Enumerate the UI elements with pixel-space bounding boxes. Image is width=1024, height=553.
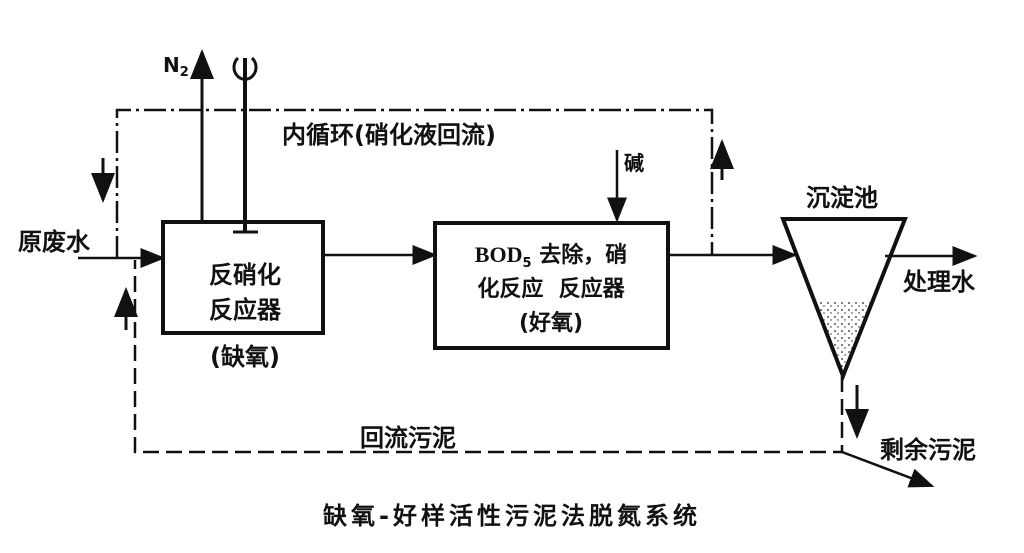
stirrer-icon: [232, 56, 258, 234]
return-sludge-line: [133, 260, 844, 454]
anoxic-reactor-line2: 反应器: [209, 296, 282, 324]
anoxic-condition: (缺氧): [210, 343, 280, 371]
anoxic-reactor-line1: 反硝化: [209, 261, 281, 289]
excess-sludge-label: 剩余污泥: [880, 436, 976, 464]
n2-label: N2: [163, 53, 189, 80]
excess-sludge-line: [841, 450, 935, 488]
anoxic-reactor-box: [161, 220, 325, 335]
internal-recycle-line: [115, 108, 714, 258]
aerobic-condition: (好氧): [519, 310, 583, 336]
treated-water-label: 处理水: [902, 268, 976, 296]
settling-tank-triangle: [780, 217, 908, 382]
diagram-caption: 缺氧-好样活性污泥法脱氮系统: [323, 502, 701, 530]
settling-tank-label: 沉淀池: [806, 184, 878, 212]
raw-wastewater-label: 原废水: [18, 228, 91, 256]
internal-recycle-label: 内循环(硝化液回流): [282, 121, 496, 149]
aerobic-reactor-line1: BOD5 去除，硝: [475, 242, 627, 271]
sludge-fill: [812, 300, 875, 372]
aerobic-reactor-box: [433, 221, 670, 350]
aerobic-reactor-line2: 化反应 反应器: [477, 276, 625, 302]
alkali-label: 碱: [624, 151, 644, 175]
return-sludge-label: 回流污泥: [360, 424, 456, 452]
